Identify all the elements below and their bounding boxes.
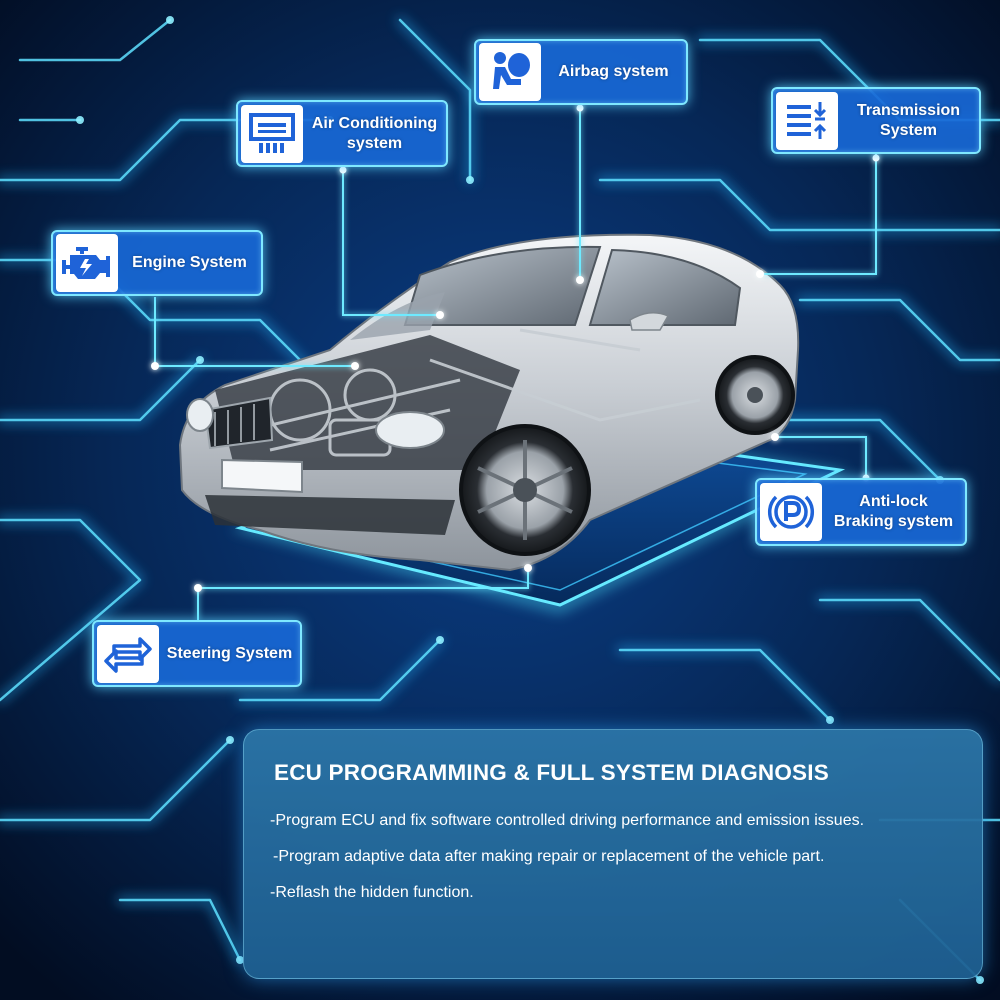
connector-air-conditioning [342, 167, 440, 316]
parking-brake-p-icon [768, 495, 814, 529]
swap-arrows-icon [104, 636, 152, 673]
air-conditioning-icon-tile [241, 104, 303, 163]
abs-icon-tile [760, 483, 822, 541]
transmission-system-label: Transmission System [771, 87, 981, 154]
air-conditioning-label-text: Air Conditioning system [311, 114, 438, 152]
panel-line-reflash: -Reflash the hidden function. [270, 884, 474, 901]
air-conditioning-label: Air Conditioning system [236, 100, 448, 167]
air-conditioner-icon [249, 112, 295, 153]
engine-icon-tile [56, 234, 118, 292]
connector-abs [775, 436, 867, 478]
steering-icon-tile [97, 624, 159, 683]
steering-label-text: Steering System [166, 644, 293, 662]
abs-label-text: Anti-lock Braking system [833, 493, 954, 530]
airbag-system-label: Airbag system [474, 39, 688, 105]
airbag-icon-tile [479, 43, 541, 101]
connector-transmission [760, 154, 877, 275]
transmission-icon-tile [776, 91, 838, 150]
connector-steering [197, 568, 529, 620]
transmission-label-text: Transmission System [856, 101, 961, 139]
panel-line-program-ecu: -Program ECU and fix software controlled… [270, 812, 865, 829]
panel-title: ECU PROGRAMMING & FULL SYSTEM DIAGNOSIS [274, 760, 829, 785]
airbag-label-text: Airbag system [558, 63, 669, 80]
anti-lock-braking-label: Anti-lock Braking system [755, 478, 967, 546]
steering-system-label: Steering System [92, 620, 302, 687]
airbag-person-icon [493, 52, 530, 89]
ecu-info-panel: ECU PROGRAMMING & FULL SYSTEM DIAGNOSIS … [243, 729, 983, 979]
engine-label-text: Engine System [132, 254, 247, 271]
engine-check-icon [62, 247, 110, 279]
car-cutaway-illustration [178, 233, 800, 572]
engine-system-label: Engine System [51, 230, 263, 296]
transmission-gear-lines-icon [787, 101, 827, 139]
panel-line-adaptive-data: -Program adaptive data after making repa… [273, 848, 825, 865]
